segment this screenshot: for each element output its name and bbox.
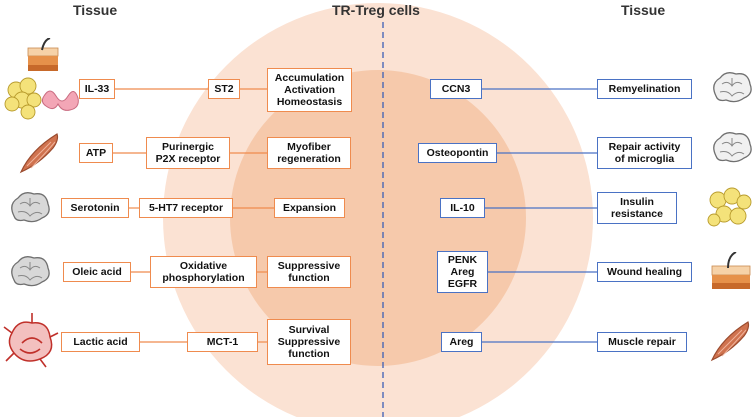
ligand-box: ATP <box>79 143 113 163</box>
receptor-box: Purinergic P2X receptor <box>146 137 230 169</box>
receptor-box: ST2 <box>208 79 240 99</box>
effect-box: Repair activity of microglia <box>597 137 692 169</box>
receptor-box: 5-HT7 receptor <box>139 198 233 218</box>
effect-box: Myofiber regeneration <box>267 137 351 169</box>
right-tissue-header: Tissue <box>621 2 666 18</box>
receptor-box: MCT-1 <box>187 332 258 352</box>
factor-box: PENK Areg EGFR <box>437 251 488 293</box>
effect-box: Survival Suppressive function <box>267 319 351 365</box>
ligand-box: IL-33 <box>79 79 115 99</box>
effect-box: Insulin resistance <box>597 192 677 224</box>
factor-box: IL-10 <box>440 198 485 218</box>
factor-box: Areg <box>441 332 482 352</box>
left-tissue-header: Tissue <box>73 2 118 18</box>
effect-box: Remyelination <box>597 79 692 99</box>
muscle-icon <box>19 133 59 174</box>
effect-box: Muscle repair <box>597 332 687 352</box>
effect-box: Wound healing <box>597 262 692 282</box>
skin-and-fat-icon <box>4 38 79 120</box>
factor-box: CCN3 <box>430 79 482 99</box>
brain-icon <box>11 192 50 223</box>
brain-icon <box>11 256 50 287</box>
brain-icon <box>713 72 752 103</box>
center-header: TR-Treg cells <box>332 2 420 18</box>
effect-box: Suppressive function <box>267 256 351 288</box>
effect-box: Expansion <box>274 198 345 218</box>
skin-icon <box>711 252 751 289</box>
effect-box: Accumulation Activation Homeostasis <box>267 68 352 112</box>
tumor-icon <box>3 313 59 368</box>
fat-cells-icon <box>707 187 752 227</box>
receptor-box: Oxidative phosphorylation <box>150 256 257 288</box>
ligand-box: Lactic acid <box>61 332 140 352</box>
ligand-box: Serotonin <box>61 198 129 218</box>
ligand-box: Oleic acid <box>63 262 131 282</box>
factor-box: Osteopontin <box>418 143 497 163</box>
muscle-icon <box>710 321 750 362</box>
brain-icon <box>713 132 752 163</box>
